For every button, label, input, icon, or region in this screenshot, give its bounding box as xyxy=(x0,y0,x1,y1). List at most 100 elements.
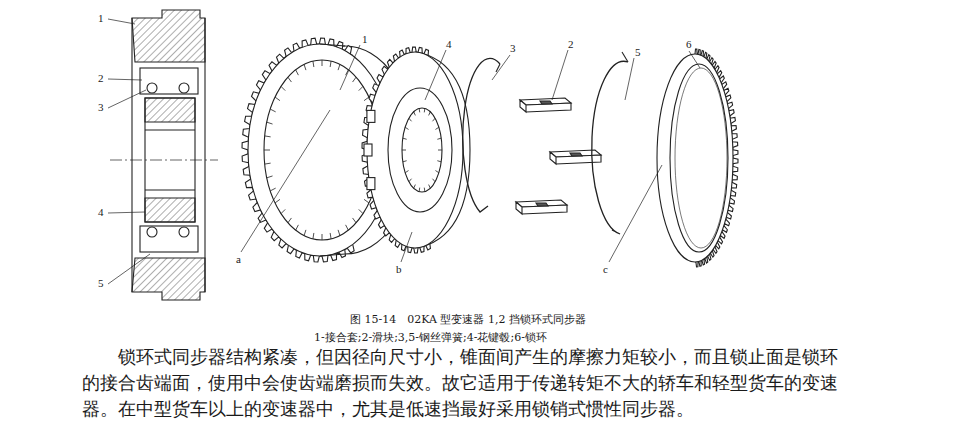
callout-number: 5 xyxy=(98,277,104,289)
sleeve-inner-spline xyxy=(275,97,280,101)
figure-legend: 1-接合套;2-滑块;3,5-钢丝弹簧;4-花键毂;6-锁环 xyxy=(314,332,547,344)
hub-inner-spline xyxy=(405,127,408,129)
sleeve-inner-spline xyxy=(281,86,285,90)
sleeve-inner-spline xyxy=(304,230,306,236)
lock-ring xyxy=(657,49,738,267)
leader-line xyxy=(340,45,360,90)
leader-line xyxy=(689,51,700,68)
spring-hook xyxy=(496,64,500,72)
sleeve-inner-spline xyxy=(265,135,271,137)
spring xyxy=(592,61,628,234)
sleeve-inner-spline xyxy=(264,150,270,151)
sleeve-inner-spline xyxy=(330,233,332,239)
sleeve-inner-spline xyxy=(304,64,306,70)
leader-line xyxy=(108,19,135,24)
hub-inner-spline xyxy=(419,108,421,112)
hub-section xyxy=(145,198,195,222)
sleeve-inner-spline xyxy=(353,218,357,223)
spring-section xyxy=(179,83,189,93)
leader-line xyxy=(401,232,412,262)
slider-block xyxy=(550,152,601,164)
sleeve-section xyxy=(132,258,205,300)
drawing xyxy=(108,10,738,300)
sleeve-inner-spline xyxy=(265,163,271,165)
hub-inner-spline xyxy=(403,138,407,139)
leader-line xyxy=(241,110,330,252)
spring-section xyxy=(179,227,189,237)
hub-inner-spline xyxy=(419,188,421,192)
point-letter: b xyxy=(396,263,402,275)
slider-boss xyxy=(536,203,548,206)
slider-boss xyxy=(570,153,582,156)
hub-face xyxy=(367,52,463,248)
sleeve-inner-spline xyxy=(346,225,349,230)
hub-inner-spline xyxy=(429,185,431,189)
hub-boss xyxy=(388,88,452,212)
hub-inner-spline xyxy=(424,108,426,112)
sleeve-inner-spline xyxy=(364,199,369,203)
cross-section xyxy=(110,10,218,300)
callout-number: 6 xyxy=(686,38,692,50)
leader-line xyxy=(108,90,146,108)
leader-line xyxy=(425,50,446,100)
leader-line xyxy=(552,50,568,100)
spring-section xyxy=(147,83,157,93)
sleeve-edge xyxy=(320,44,345,46)
hub-inner-spline xyxy=(409,118,412,121)
callout-number: 4 xyxy=(446,38,452,50)
slider-section xyxy=(140,68,198,94)
slider-block xyxy=(520,100,571,112)
sleeve-bore xyxy=(264,60,380,240)
hub-bore xyxy=(402,108,442,192)
leader-line xyxy=(108,79,142,80)
hub-inner-spline xyxy=(414,112,416,116)
hub-part xyxy=(362,47,470,253)
hub-inner-spline xyxy=(424,188,426,192)
hub-inner-spline xyxy=(437,138,441,139)
bore-line xyxy=(145,129,195,130)
callout-number: 1 xyxy=(98,12,104,24)
sleeve-inner-spline xyxy=(364,97,369,101)
callout-number: 1 xyxy=(362,33,368,45)
hub-section xyxy=(145,98,195,122)
callout-number: 4 xyxy=(98,206,104,218)
ring-cone xyxy=(675,68,727,248)
callout-number: 5 xyxy=(635,46,641,58)
spring xyxy=(463,58,500,212)
leader-line xyxy=(108,254,150,284)
sleeve-inner-spline xyxy=(267,176,273,178)
slider-boss xyxy=(540,101,552,104)
hub-inner-spline xyxy=(435,127,438,129)
leader-line xyxy=(609,165,662,262)
hub-inner-spline xyxy=(432,179,435,182)
sleeve-edge xyxy=(320,254,345,256)
hub-slot xyxy=(367,110,375,122)
hub-inner-spline xyxy=(402,150,406,151)
center-line xyxy=(110,160,218,161)
sleeve-front xyxy=(248,44,392,256)
slider-section xyxy=(140,226,198,252)
hub-inner-spline xyxy=(432,118,435,121)
sleeve-inner-spline xyxy=(275,199,280,203)
hub-slot xyxy=(367,178,375,190)
sleeve-inner-spline xyxy=(281,209,285,213)
bore-line xyxy=(145,189,195,190)
hub-inner-spline xyxy=(403,161,407,162)
sleeve-inner-spline xyxy=(322,60,323,66)
hub-inner-spline xyxy=(435,171,438,173)
hub-inner-spline xyxy=(409,179,412,182)
hub-inner-spline xyxy=(438,150,442,151)
figure-caption: 图 15-14 02KA 型变速器 1,2 挡锁环式同步器 xyxy=(350,314,586,326)
hub-inner-spline xyxy=(437,161,441,162)
sleeve-inner-spline xyxy=(359,86,363,90)
sleeve-inner-spline xyxy=(312,233,314,239)
point-letter: c xyxy=(603,263,608,275)
sleeve-inner-spline xyxy=(267,122,273,124)
sleeve-inner-spline xyxy=(270,188,275,191)
sleeve-inner-spline xyxy=(322,234,323,240)
point-letter: a xyxy=(236,253,241,265)
sleeve-inner-spline xyxy=(359,209,363,213)
sleeve-inner-spline xyxy=(288,218,292,223)
sleeve-inner-spline xyxy=(330,61,332,67)
